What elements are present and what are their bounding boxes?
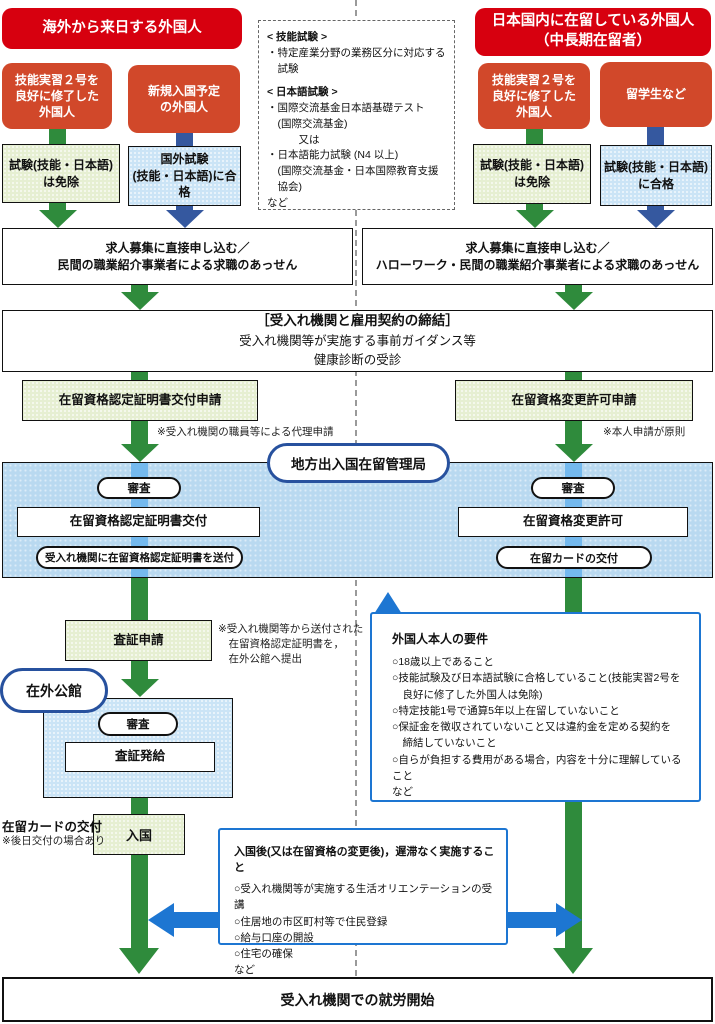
- green-connector: [49, 129, 66, 145]
- requirements-box: 外国人本人の要件 ○18歳以上であること ○技能試験及び日本語試験に合格している…: [370, 612, 701, 802]
- green-connector: [565, 372, 582, 382]
- blue-arrow-right-shaft: [507, 912, 556, 928]
- embassy-label: 在外公館: [0, 668, 108, 713]
- visa-application-note: ※受入れ機関等から送付された 在留資格認定証明書を， 在外公館へ提出: [218, 623, 364, 666]
- green-arrow-shaft: [131, 285, 148, 293]
- exam-pass-overseas: 国外試験 (技能・日本語)に合格: [128, 146, 241, 206]
- blue-arrow-left-shaft: [173, 912, 219, 928]
- green-arrow-shaft: [131, 421, 148, 445]
- green-arrow-head: [555, 444, 593, 462]
- change-application-note: ※本人申請が原則: [603, 426, 686, 438]
- after-entry-box: 入国後(又は在留資格の変更後)，遅滞なく実施すること ○受入れ機関等が実施する生…: [218, 828, 508, 976]
- green-arrow-head: [121, 679, 159, 697]
- blue-arrow-right-head: [556, 903, 582, 937]
- exam-exempt-overseas: 試験(技能・日本語) は免除: [2, 144, 120, 203]
- exam-notes-box: < 技能試験 > ・特定産業分野の業務区分に対応する 試験 < 日本語試験 > …: [258, 20, 455, 210]
- coe-application: 在留資格認定証明書交付申請: [22, 380, 258, 421]
- blue-connector: [647, 127, 664, 145]
- green-connector: [526, 129, 543, 145]
- blue-arrow-left-head: [148, 903, 174, 937]
- contract-title: ［受入れ機関と雇用契約の締結］: [256, 313, 459, 329]
- green-arrow-head: [516, 210, 554, 228]
- language-exam-title: < 日本語試験 >: [267, 86, 338, 99]
- after-entry-body: ○受入れ機関等が実施する生活オリエンテーションの受講 ○住居地の市区町村等で住民…: [234, 883, 493, 977]
- skill-exam-body: ・特定産業分野の業務区分に対応する 試験: [267, 46, 446, 75]
- green-arrow-shaft: [526, 204, 543, 211]
- skill-exam-title: < 技能試験 >: [267, 31, 328, 43]
- exam-exempt-domestic: 試験(技能・日本語) は免除: [473, 144, 591, 204]
- origin-titp-overseas: 技能実習２号を 良好に修了した 外国人: [2, 63, 112, 129]
- contract-line1: 受入れ機関等が実施する事前ガイダンス等: [239, 334, 476, 349]
- green-arrow-shaft: [565, 285, 582, 293]
- requirements-title: 外国人本人の要件: [392, 632, 489, 646]
- blue-connector: [176, 133, 193, 146]
- after-entry-title: 入国後(又は在留資格の変更後)，遅滞なく実施すること: [234, 846, 495, 874]
- green-arrow-head: [121, 444, 159, 462]
- green-arrow-shaft: [131, 661, 148, 680]
- review-pill-visa: 審査: [98, 712, 178, 736]
- callout-pointer-icon: [374, 592, 402, 614]
- green-arrow-head: [119, 948, 159, 974]
- contract-box: ［受入れ機関と雇用契約の締結］ 受入れ機関等が実施する事前ガイダンス等 健康診断…: [2, 310, 713, 372]
- green-arrow-shaft: [49, 203, 66, 211]
- card-delivery-note: ※後日交付の場合あり: [2, 835, 106, 847]
- header-overseas: 海外から来日する外国人: [2, 8, 242, 49]
- green-connector: [131, 372, 148, 382]
- language-exam-body: ・国際交流基金日本語基礎テスト (国際交流基金) 又は ・日本語能力試験 (N4…: [267, 102, 439, 209]
- origin-titp-domestic: 技能実習２号を 良好に修了した 外国人: [478, 63, 590, 129]
- review-pill-left: 審査: [97, 477, 181, 499]
- review-pill-right: 審査: [531, 477, 615, 499]
- header-overseas-label: 海外から来日する外国人: [42, 19, 202, 36]
- green-arrow-shaft: [565, 421, 582, 445]
- coe-issue-box: 在留資格認定証明書交付: [17, 507, 260, 537]
- visa-issue-box: 査証発給: [65, 742, 215, 772]
- coe-send-pill: 受入れ機関に在留資格認定証明書を送付: [36, 546, 243, 569]
- blue-arrow-head: [166, 210, 204, 228]
- exam-pass-domestic: 試験(技能・日本語) に合格: [600, 145, 712, 206]
- change-permit-box: 在留資格変更許可: [458, 507, 688, 537]
- contract-line2: 健康診断の受診: [313, 353, 402, 368]
- blue-arrow-head: [637, 210, 675, 228]
- green-connector: [131, 578, 148, 620]
- immigration-bureau-label: 地方出入国在留管理局: [267, 443, 450, 483]
- green-arrow-head: [39, 210, 77, 228]
- card-delivery-label: 在留カードの交付: [2, 820, 103, 834]
- coe-application-note: ※受入れ機関の職員等による代理申請: [157, 426, 334, 438]
- card-issue-pill: 在留カードの交付: [496, 546, 652, 569]
- goal-bar: 受入れ機関での就労開始: [2, 977, 713, 1022]
- green-arrow-head: [121, 292, 159, 310]
- blue-arrow-shaft: [176, 206, 193, 211]
- requirements-body: ○18歳以上であること ○技能試験及び日本語試験に合格していること(技能実習2号…: [392, 656, 682, 799]
- jobs-overseas: 求人募集に直接申し込む／ 民間の職業紹介事業者による求職のあっせん: [2, 228, 353, 285]
- green-arrow-head: [553, 948, 593, 974]
- origin-new-entrant: 新規入国予定 の外国人: [128, 65, 240, 133]
- header-domestic: 日本国内に在留している外国人 （中長期在留者）: [475, 8, 711, 56]
- origin-student: 留学生など: [600, 62, 712, 127]
- change-application: 在留資格変更許可申請: [455, 380, 693, 421]
- visa-application: 査証申請: [65, 620, 212, 661]
- green-arrow-head: [555, 292, 593, 310]
- blue-arrow-shaft: [647, 206, 664, 211]
- jobs-domestic: 求人募集に直接申し込む／ ハローワーク・民間の職業紹介事業者による求職のあっせん: [362, 228, 713, 285]
- entry-box: 入国: [93, 814, 185, 855]
